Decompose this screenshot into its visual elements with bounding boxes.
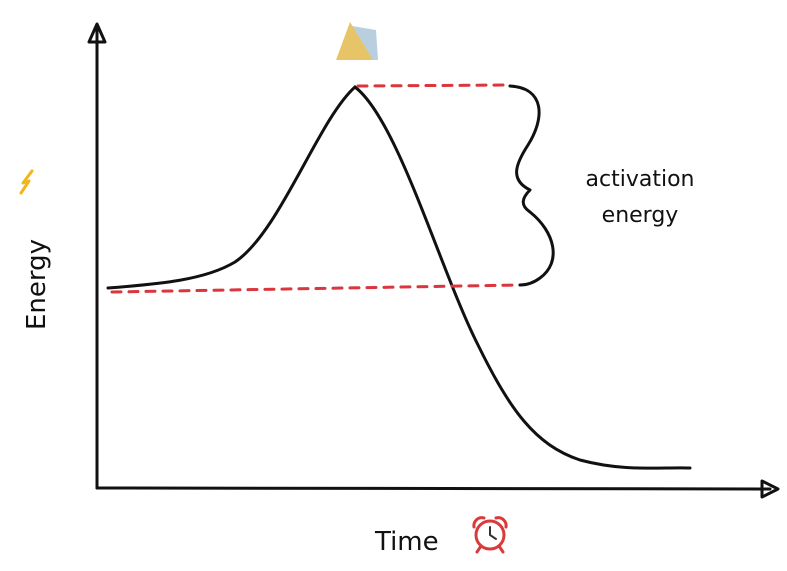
peak-dashed-line <box>356 83 512 88</box>
annotation-line-2: energy <box>602 203 679 228</box>
mountain-peak-icon <box>336 22 378 60</box>
activation-brace <box>508 84 555 287</box>
lightning-bolt-icon <box>19 169 34 195</box>
y-axis-label: Energy <box>22 239 52 330</box>
x-axis-label: Time <box>374 527 439 557</box>
reaction-energy-curve <box>106 85 692 470</box>
y-axis <box>87 22 107 490</box>
x-axis <box>95 479 780 499</box>
baseline-dashed-line <box>110 283 522 294</box>
annotation-line-1: activation <box>586 167 695 192</box>
alarm-clock-icon <box>472 516 508 554</box>
